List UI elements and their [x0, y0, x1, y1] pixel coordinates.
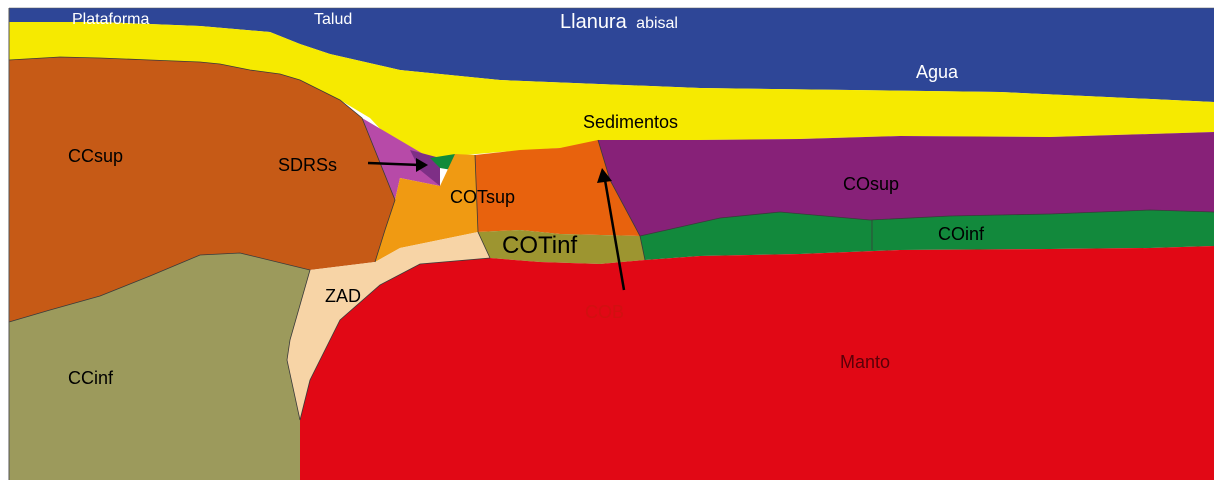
- label-ccsup: CCsup: [68, 146, 123, 166]
- label-cotsup: COTsup: [450, 187, 515, 207]
- label-llanura-main: Llanura: [560, 11, 628, 33]
- label-plataforma: Plataforma: [72, 11, 149, 28]
- label-llanura-sub: abisal: [636, 15, 678, 32]
- label-zad: ZAD: [325, 286, 361, 306]
- label-coinf: COinf: [938, 224, 985, 244]
- label-sedimentos: Sedimentos: [583, 112, 678, 132]
- label-cosup: COsup: [843, 174, 899, 194]
- label-sdrss: SDRSs: [278, 155, 337, 175]
- label-cob: COB: [585, 302, 624, 322]
- label-talud: Talud: [314, 11, 352, 28]
- mantle-layer: [300, 246, 1214, 480]
- label-manto: Manto: [840, 352, 890, 372]
- label-agua: Agua: [916, 62, 959, 82]
- label-llanura: Llanura abisal: [560, 11, 678, 33]
- label-ccinf: CCinf: [68, 368, 114, 388]
- label-cotinf: COTinf: [502, 232, 577, 259]
